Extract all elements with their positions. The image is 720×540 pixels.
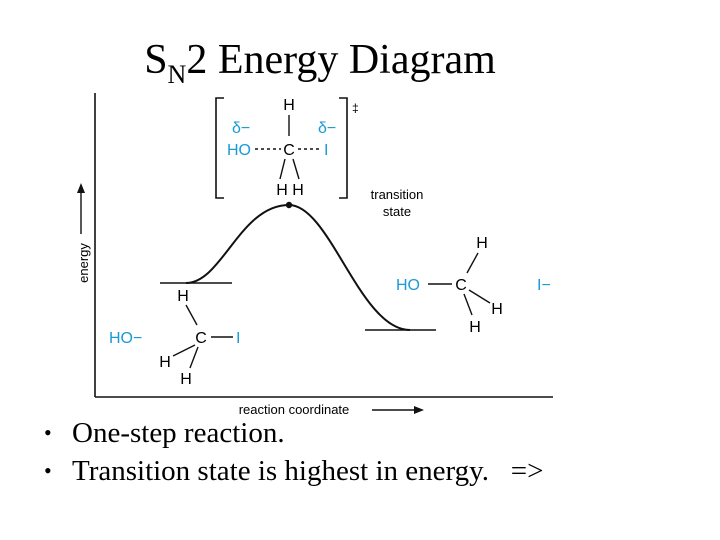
ts-label-line2: state (383, 204, 411, 219)
reactant-bond-h-bottom (189, 346, 199, 369)
product-bond-h-right (468, 289, 491, 304)
title-prefix: S (144, 37, 168, 83)
reactant-nucleophile: HO− (109, 330, 142, 347)
product-carbon: C (455, 277, 467, 294)
bullet-symbol: • (44, 420, 52, 445)
ts-top-h: H (283, 97, 295, 114)
ts-nucleophile: HO (227, 142, 251, 159)
ts-leaving-group: I (324, 142, 328, 159)
ts-carbon: C (283, 142, 295, 159)
reactant-leaving-group: I (236, 330, 240, 347)
title-subscript: N (167, 60, 187, 89)
y-axis-label: energy (76, 243, 91, 283)
reactant-h-bottom: H (180, 371, 192, 388)
ts-bond-h-left (279, 158, 286, 180)
bullet-item: • Transition state is highest in energy. … (38, 452, 543, 490)
ts-bond-h-right (292, 158, 300, 180)
reactant-h-left: H (159, 354, 171, 371)
ts-delta-left: δ− (232, 120, 250, 137)
title-suffix: 2 Energy Diagram (186, 37, 496, 83)
bullet-text: One-step reaction. (72, 417, 285, 449)
product-h-top: H (476, 235, 488, 252)
reactant-h-top: H (177, 288, 189, 305)
product-bond-h-top (466, 252, 479, 274)
ts-label-line1: transition (371, 187, 424, 202)
bullet-text: Transition state is highest in energy. =… (72, 455, 544, 487)
ts-bottom-h: H H (276, 182, 304, 199)
x-axis-label: reaction coordinate (239, 402, 350, 417)
product-h-right: H (491, 301, 503, 318)
product-nucleophile: HO (396, 277, 420, 294)
product-h-bottom: H (469, 319, 481, 336)
ts-left-bracket (215, 97, 224, 199)
y-axis-arrowhead (77, 183, 85, 193)
ts-delta-right: δ− (318, 120, 336, 137)
product-bond-h-bottom (463, 293, 473, 316)
slide-title: SN2 Energy Diagram (0, 36, 640, 88)
reactant-bond-h-left (172, 344, 196, 357)
bullet-symbol: • (44, 458, 52, 483)
x-axis-arrowhead (414, 406, 424, 414)
bullet-item: • One-step reaction. (38, 414, 543, 452)
energy-curve (185, 203, 411, 331)
transition-state-point (285, 201, 293, 209)
reactant-carbon: C (195, 330, 207, 347)
ts-right-bracket (339, 97, 348, 199)
reactant-bond-h-top (185, 304, 198, 326)
ts-dagger: ‡ (352, 101, 359, 115)
product-leaving-group: I− (537, 277, 551, 294)
bullet-list: • One-step reaction. • Transition state is… (38, 414, 543, 490)
